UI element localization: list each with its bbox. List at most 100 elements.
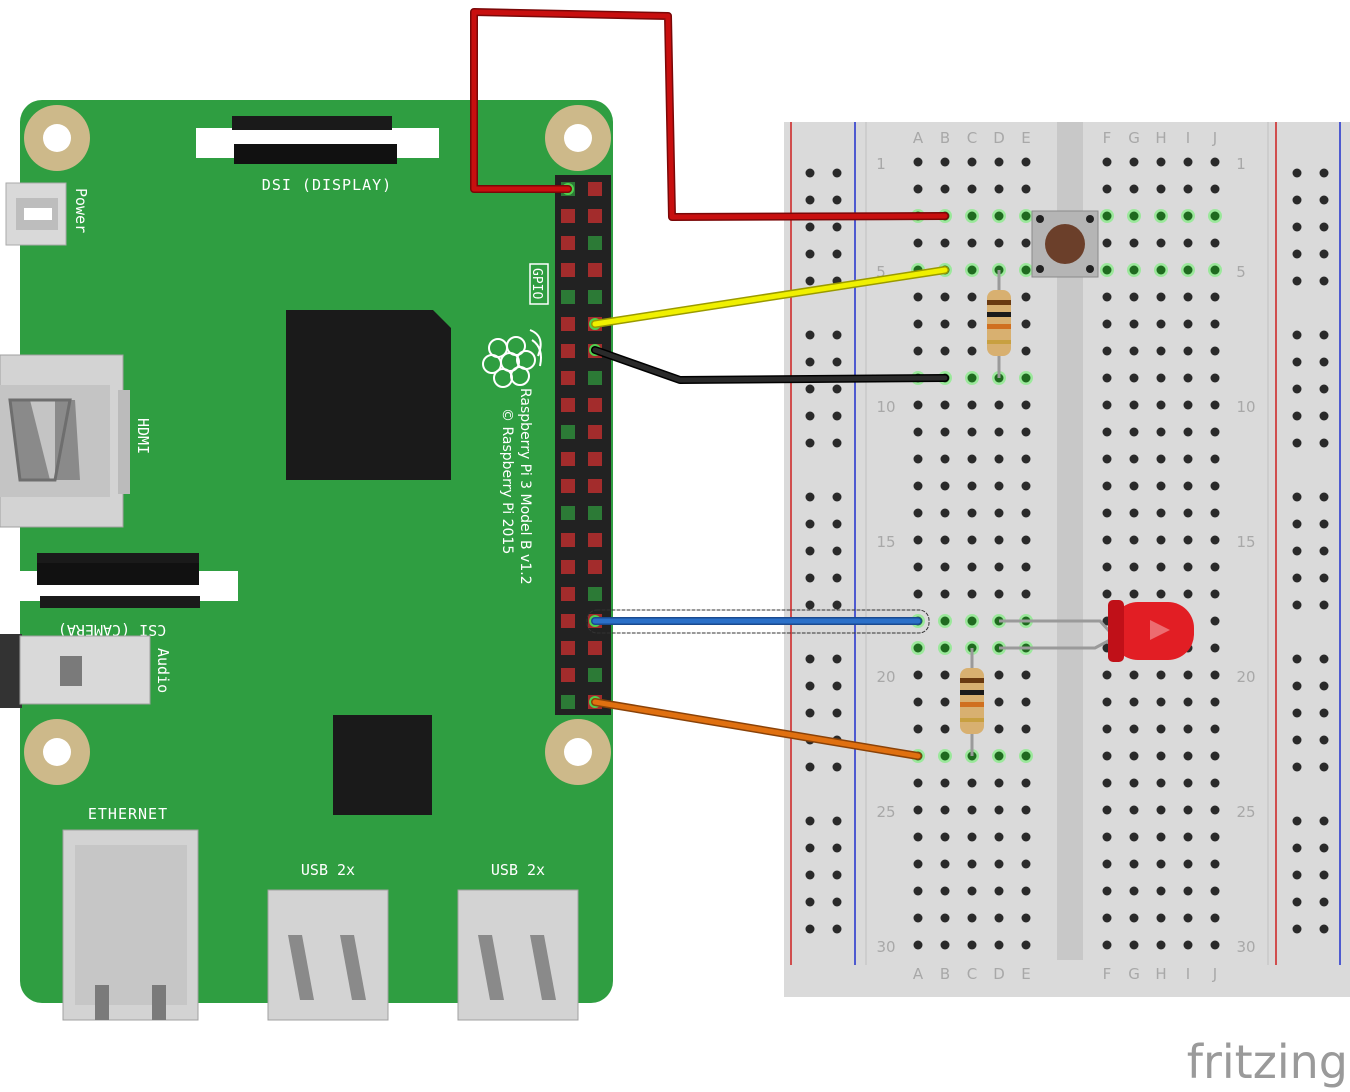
breadboard-hole bbox=[1210, 535, 1220, 545]
rail-hole bbox=[805, 384, 815, 394]
rail-hole bbox=[1292, 762, 1302, 772]
breadboard-hole bbox=[1102, 211, 1112, 221]
rail-hole bbox=[1319, 438, 1329, 448]
rail-hole bbox=[1292, 924, 1302, 934]
breadboard-hole bbox=[913, 589, 923, 599]
gpio-pin bbox=[588, 668, 602, 682]
breadboard-hole bbox=[967, 211, 977, 221]
breadboard-hole bbox=[940, 481, 950, 491]
breadboard-hole bbox=[1021, 184, 1031, 194]
breadboard-hole bbox=[1183, 373, 1193, 383]
rail-hole bbox=[832, 411, 842, 421]
rail-hole bbox=[1292, 897, 1302, 907]
row-label-5-left: 5 bbox=[876, 263, 886, 281]
rail-hole bbox=[1292, 168, 1302, 178]
gpio-pin bbox=[588, 560, 602, 574]
row-label-1-left: 1 bbox=[876, 155, 886, 173]
row-label-15-right: 15 bbox=[1236, 533, 1255, 551]
breadboard-hole bbox=[1102, 589, 1112, 599]
breadboard-hole bbox=[1102, 886, 1112, 896]
usb-label-2: USB 2x bbox=[491, 861, 545, 879]
gpio-pin bbox=[588, 641, 602, 655]
rail-hole bbox=[832, 924, 842, 934]
breadboard-hole bbox=[1156, 265, 1166, 275]
breadboard-hole bbox=[913, 292, 923, 302]
breadboard-hole bbox=[913, 697, 923, 707]
breadboard-hole bbox=[967, 292, 977, 302]
rail-hole bbox=[805, 924, 815, 934]
breadboard-hole bbox=[1183, 184, 1193, 194]
rail-hole bbox=[1292, 546, 1302, 556]
row-label-25-right: 25 bbox=[1236, 803, 1255, 821]
breadboard-hole bbox=[1210, 157, 1220, 167]
breadboard-hole bbox=[913, 400, 923, 410]
breadboard-hole bbox=[1210, 481, 1220, 491]
breadboard-hole bbox=[994, 751, 1004, 761]
rail-hole bbox=[1292, 600, 1302, 610]
col-label-d-bottom: D bbox=[993, 965, 1005, 983]
breadboard-hole bbox=[940, 670, 950, 680]
breadboard-hole bbox=[1021, 697, 1031, 707]
breadboard-hole bbox=[1183, 400, 1193, 410]
ethernet-port: ETHERNET bbox=[62, 805, 199, 1021]
rail-hole bbox=[832, 654, 842, 664]
rail-hole bbox=[1319, 492, 1329, 502]
breadboard-hole bbox=[967, 427, 977, 437]
gpio-pin bbox=[561, 452, 575, 466]
gpio-pin bbox=[561, 209, 575, 223]
breadboard-hole bbox=[994, 805, 1004, 815]
breadboard-hole bbox=[1210, 643, 1220, 653]
breadboard-hole bbox=[994, 724, 1004, 734]
breadboard-hole bbox=[1102, 265, 1112, 275]
breadboard-hole bbox=[1102, 724, 1112, 734]
breadboard-hole bbox=[1183, 508, 1193, 518]
breadboard-hole bbox=[967, 319, 977, 329]
breadboard-hole bbox=[1129, 508, 1139, 518]
row-label-1-right: 1 bbox=[1236, 155, 1246, 173]
rail-hole bbox=[805, 546, 815, 556]
breadboard-hole bbox=[994, 940, 1004, 950]
gpio-pin bbox=[561, 668, 575, 682]
breadboard: A B C D E F G H I J A B C D E F G H I J … bbox=[784, 122, 1350, 997]
gpio-pin bbox=[561, 425, 575, 439]
row-label-30-right: 30 bbox=[1236, 938, 1255, 956]
breadboard-hole bbox=[1129, 832, 1139, 842]
breadboard-hole bbox=[1102, 535, 1112, 545]
breadboard-hole bbox=[1021, 859, 1031, 869]
gpio-pin bbox=[561, 506, 575, 520]
breadboard-hole bbox=[1102, 778, 1112, 788]
breadboard-hole bbox=[1183, 427, 1193, 437]
rail-hole bbox=[1319, 843, 1329, 853]
breadboard-hole bbox=[967, 535, 977, 545]
rail-hole bbox=[805, 249, 815, 259]
breadboard-hole bbox=[1210, 400, 1220, 410]
breadboard-hole bbox=[1210, 913, 1220, 923]
rail-hole bbox=[1292, 492, 1302, 502]
breadboard-hole bbox=[1156, 562, 1166, 572]
rail-hole bbox=[1292, 249, 1302, 259]
breadboard-hole bbox=[940, 940, 950, 950]
fritzing-watermark: fritzing bbox=[1187, 1035, 1348, 1089]
breadboard-hole bbox=[1183, 211, 1193, 221]
model-text-line2: © Raspberry Pi 2015 bbox=[499, 408, 515, 554]
breadboard-hole bbox=[1102, 400, 1112, 410]
breadboard-hole bbox=[1129, 589, 1139, 599]
breadboard-hole bbox=[1156, 751, 1166, 761]
breadboard-hole bbox=[1021, 589, 1031, 599]
rail-hole bbox=[1319, 195, 1329, 205]
rail-hole bbox=[805, 357, 815, 367]
breadboard-hole bbox=[967, 454, 977, 464]
breadboard-hole bbox=[1021, 454, 1031, 464]
dsi-connector: DSI (DISPLAY) bbox=[196, 116, 439, 194]
breadboard-hole bbox=[1102, 292, 1112, 302]
breadboard-hole bbox=[913, 427, 923, 437]
breadboard-hole bbox=[913, 184, 923, 194]
breadboard-hole bbox=[1021, 562, 1031, 572]
rail-hole bbox=[1292, 357, 1302, 367]
rail-hole bbox=[832, 681, 842, 691]
gpio-pin bbox=[588, 452, 602, 466]
rail-hole bbox=[805, 681, 815, 691]
breadboard-hole bbox=[940, 751, 950, 761]
breadboard-hole bbox=[1021, 670, 1031, 680]
cpu-notch bbox=[433, 310, 451, 328]
